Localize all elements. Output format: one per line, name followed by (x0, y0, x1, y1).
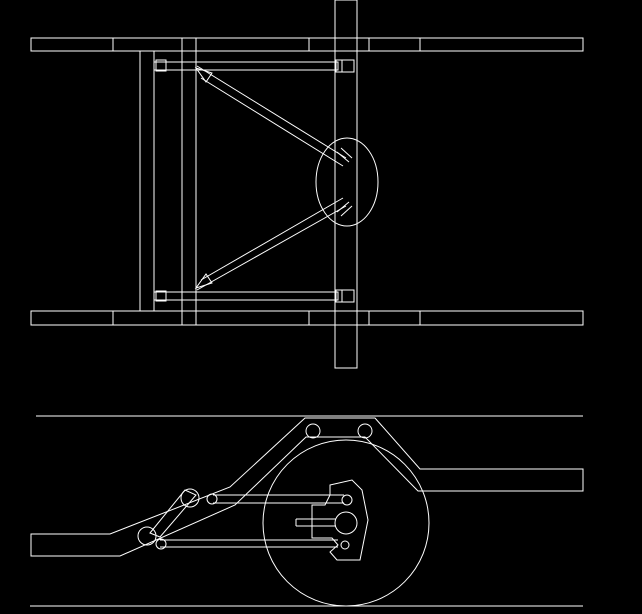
lower-link-side (138, 527, 338, 549)
top-view (31, 0, 583, 368)
crossmember (140, 38, 196, 325)
upper-link-lower (196, 198, 352, 290)
frame-rail-side (31, 418, 583, 556)
differential-housing (316, 138, 378, 226)
frame-rail-top (31, 38, 583, 51)
side-view (30, 416, 583, 606)
upper-link-side (150, 489, 344, 537)
lower-link-bottom (154, 290, 354, 302)
axle-housing-tube (335, 0, 357, 368)
frame-bushing-right (358, 424, 372, 438)
upper-link-upper (196, 66, 352, 166)
tire (263, 440, 429, 606)
frame-rail-bottom (31, 311, 583, 325)
axle-bracket (296, 480, 368, 560)
frame-bushing-left (306, 424, 320, 438)
lower-link-top (154, 60, 354, 72)
